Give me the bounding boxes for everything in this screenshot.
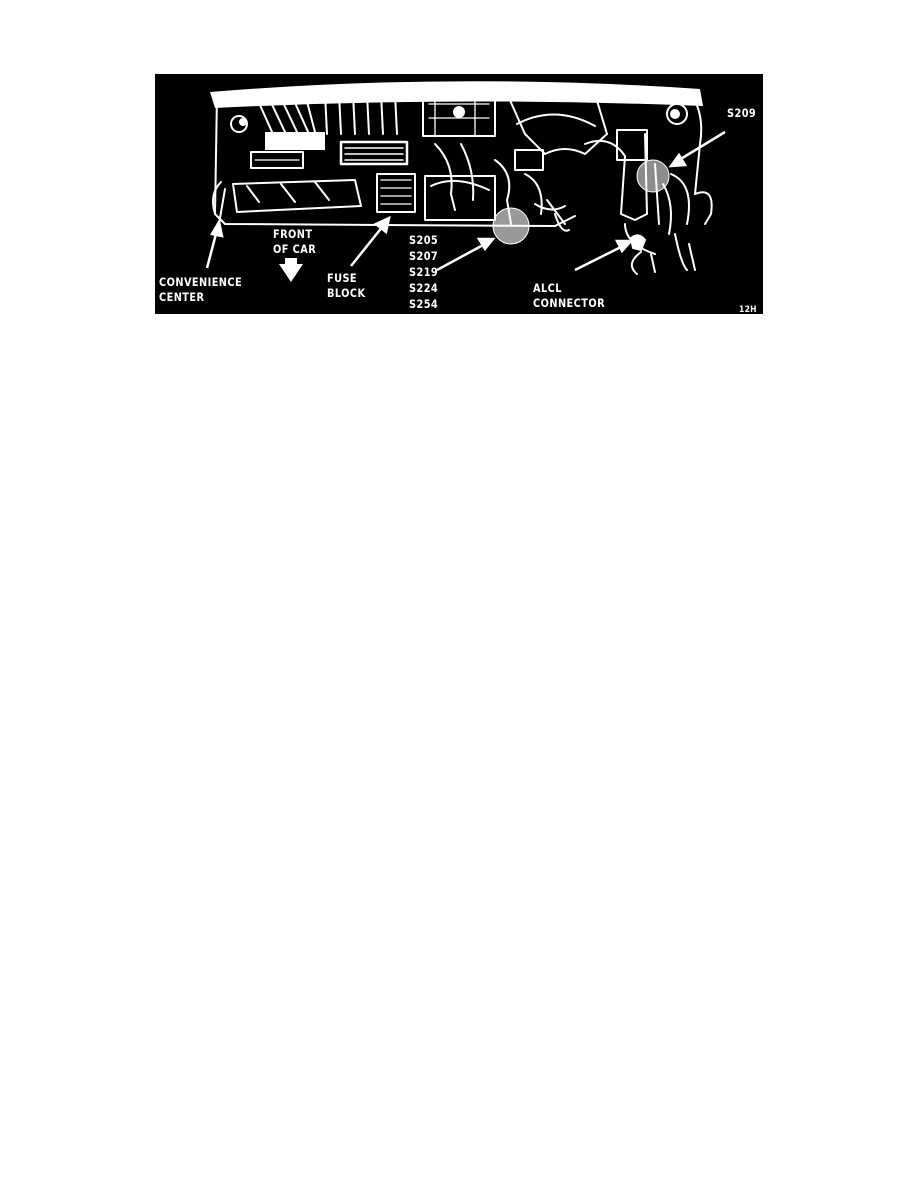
alcl-connector-label: ALCL CONNECTOR bbox=[533, 281, 606, 310]
figure-code: 12H bbox=[739, 305, 757, 314]
s209-label: S209 bbox=[727, 106, 757, 120]
instrument-panel-diagram: CONVENIENCE CENTER FRONT OF CAR FUSE BLO… bbox=[155, 74, 763, 314]
convenience-center-label: CONVENIENCE CENTER bbox=[159, 275, 243, 304]
front-arrow-icon bbox=[279, 264, 303, 282]
front-of-car-label: FRONT OF CAR bbox=[273, 227, 317, 256]
fuse-block-label: FUSE BLOCK bbox=[327, 271, 366, 300]
dash-illustration bbox=[205, 81, 726, 282]
splice-group-label: S205 S207 S219 S224 S254 bbox=[409, 233, 439, 311]
